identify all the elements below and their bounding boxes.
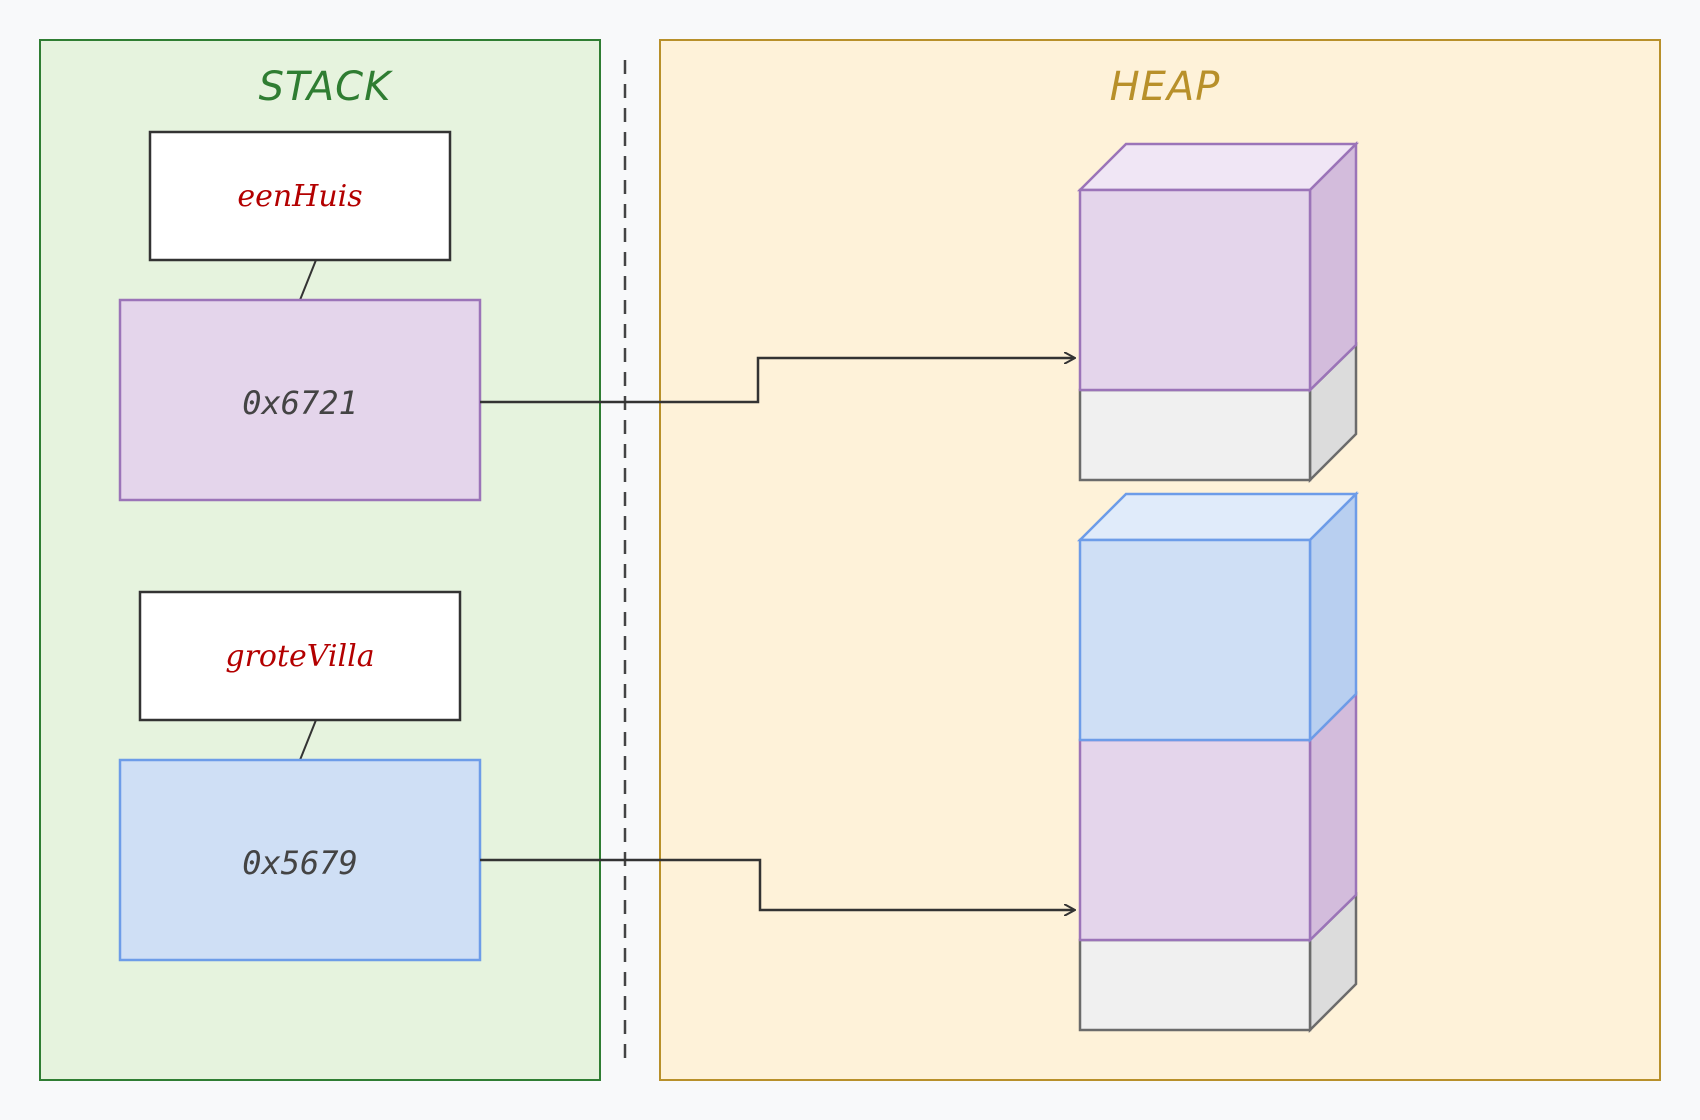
reference-value-box bbox=[118, 298, 482, 502]
variable-name-box bbox=[148, 130, 452, 262]
reference-address-label: 0x6721 bbox=[242, 384, 358, 422]
reference-value-box bbox=[118, 758, 482, 962]
heap-block-front bbox=[1078, 738, 1312, 942]
reference-arrow-eenhuis bbox=[480, 358, 1074, 404]
heap-title: HEAP bbox=[1110, 64, 1221, 110]
heap-block-front bbox=[1078, 388, 1312, 482]
heap-block-top bbox=[1076, 492, 1360, 542]
heap-block-front bbox=[1078, 188, 1312, 392]
name-connector-line bbox=[299, 259, 317, 301]
stack-title: STACK bbox=[259, 64, 393, 110]
name-connector-line bbox=[299, 719, 317, 761]
heap-block-front bbox=[1078, 938, 1312, 1032]
variable-name-box bbox=[138, 590, 462, 722]
reference-address-label: 0x5679 bbox=[242, 844, 358, 882]
heap-object-2 bbox=[1076, 490, 1360, 1034]
variable-name-label: groteVilla bbox=[225, 639, 374, 674]
variable-name-label: eenHuis bbox=[237, 179, 362, 214]
reference-arrow-grotevilla bbox=[480, 858, 1074, 910]
heap-object-1 bbox=[1076, 140, 1360, 484]
stack-variable-grotevilla: groteVilla 0x5679 bbox=[118, 590, 482, 962]
heap-block-top bbox=[1076, 142, 1360, 192]
heap-block-front bbox=[1078, 538, 1312, 742]
stack-variable-eenhuis: eenHuis 0x6721 bbox=[118, 130, 482, 502]
